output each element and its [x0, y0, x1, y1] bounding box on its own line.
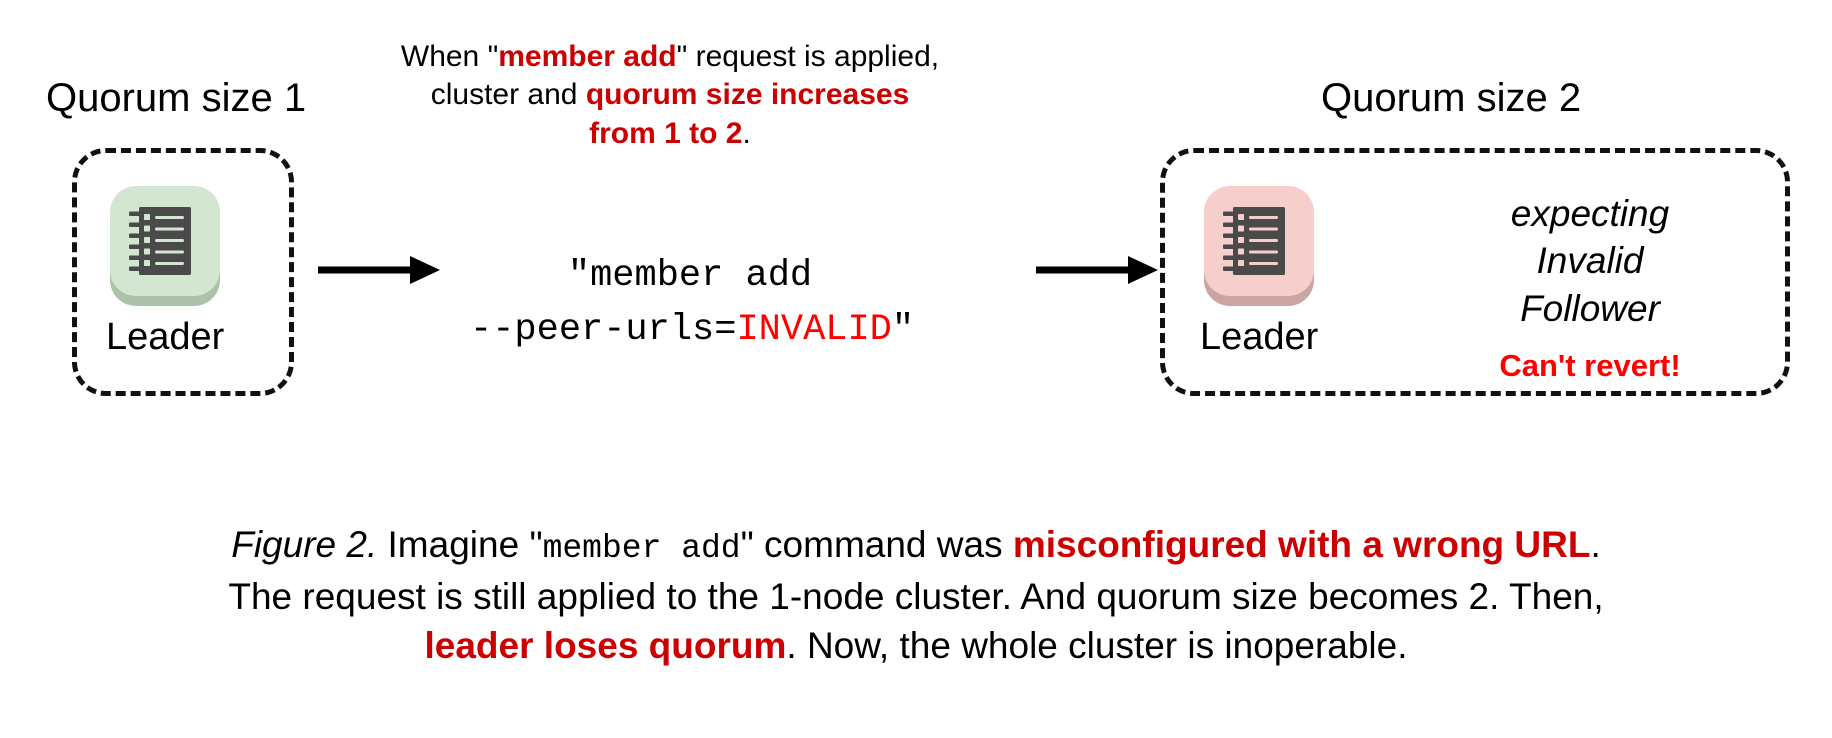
annotation-l1-member-add: member add [498, 40, 677, 73]
left-cluster-boundary [72, 148, 294, 396]
caption-p1-c: . [1590, 524, 1601, 565]
left-cluster-heading: Quorum size 1 [46, 76, 307, 120]
right-cluster-boundary [1160, 148, 1790, 396]
annotation-l2-emphasis: quorum size increases [585, 78, 910, 112]
command-line-1: "member add [567, 255, 813, 297]
right-cluster-status: expecting Invalid Follower Can't revert! [1430, 190, 1750, 384]
command-block: "member add --peer-urls=INVALID" [470, 250, 914, 358]
left-leader-node: Leader [106, 182, 224, 358]
server-rack-glyph [1223, 207, 1286, 275]
command-invalid-value: INVALID [736, 308, 892, 351]
right-leader-node: Leader [1200, 182, 1318, 358]
caption-line-1: Figure 2. Imagine "member add" command w… [60, 520, 1772, 572]
caption-figure-label: Figure 2. [231, 524, 378, 565]
server-rack-icon [106, 182, 224, 312]
annotation-line-1: When "member add" request is applied, [370, 38, 970, 76]
top-annotation: When "member add" request is applied, cl… [370, 38, 970, 153]
status-line-expecting: expecting [1510, 193, 1670, 234]
caption-emphasis-leader-loses-quorum: leader loses quorum [424, 625, 787, 667]
caption-emphasis-misconfigured: misconfigured with a wrong URL [1012, 524, 1591, 565]
left-node-label: Leader [106, 316, 225, 358]
caption-p1-a: Imagine " [377, 524, 543, 565]
caption-mono-command: member add [542, 530, 741, 567]
annotation-l3-emphasis: from 1 to 2 [589, 116, 743, 150]
annotation-l1-a: When " [400, 40, 499, 73]
command-closing-quote: " [891, 308, 915, 351]
annotation-l2-a: cluster and [430, 78, 586, 112]
server-rack-glyph [129, 207, 192, 275]
annotation-line-2: cluster and quorum size increases [370, 76, 970, 114]
cant-revert-warning: Can't revert! [1499, 348, 1681, 384]
caption-line-2: The request is still applied to the 1-no… [228, 575, 1604, 617]
annotation-l3-period: . [742, 116, 751, 150]
caption-p3-a: . Now, the whole cluster is inoperable. [786, 625, 1408, 667]
command-line-2: --peer-urls=INVALID" [470, 304, 914, 358]
caption-line-3: leader loses quorum. Now, the whole clus… [60, 621, 1772, 671]
arrow-command-to-right-icon [1036, 250, 1158, 295]
figure-caption: Figure 2. Imagine "member add" command w… [60, 520, 1772, 671]
arrow-left-to-command-icon [318, 250, 440, 295]
right-cluster-heading: Quorum size 2 [1321, 76, 1582, 120]
annotation-l1-c: " request is applied, [676, 40, 940, 73]
status-line-follower: Follower [1520, 287, 1660, 329]
caption-p1-b: " command was [740, 524, 1013, 565]
status-line-invalid: Invalid [1536, 240, 1644, 282]
annotation-line-3: from 1 to 2. [370, 115, 970, 153]
right-node-label: Leader [1200, 316, 1319, 358]
server-rack-icon [1200, 182, 1318, 312]
command-flag: --peer-urls= [470, 308, 737, 351]
